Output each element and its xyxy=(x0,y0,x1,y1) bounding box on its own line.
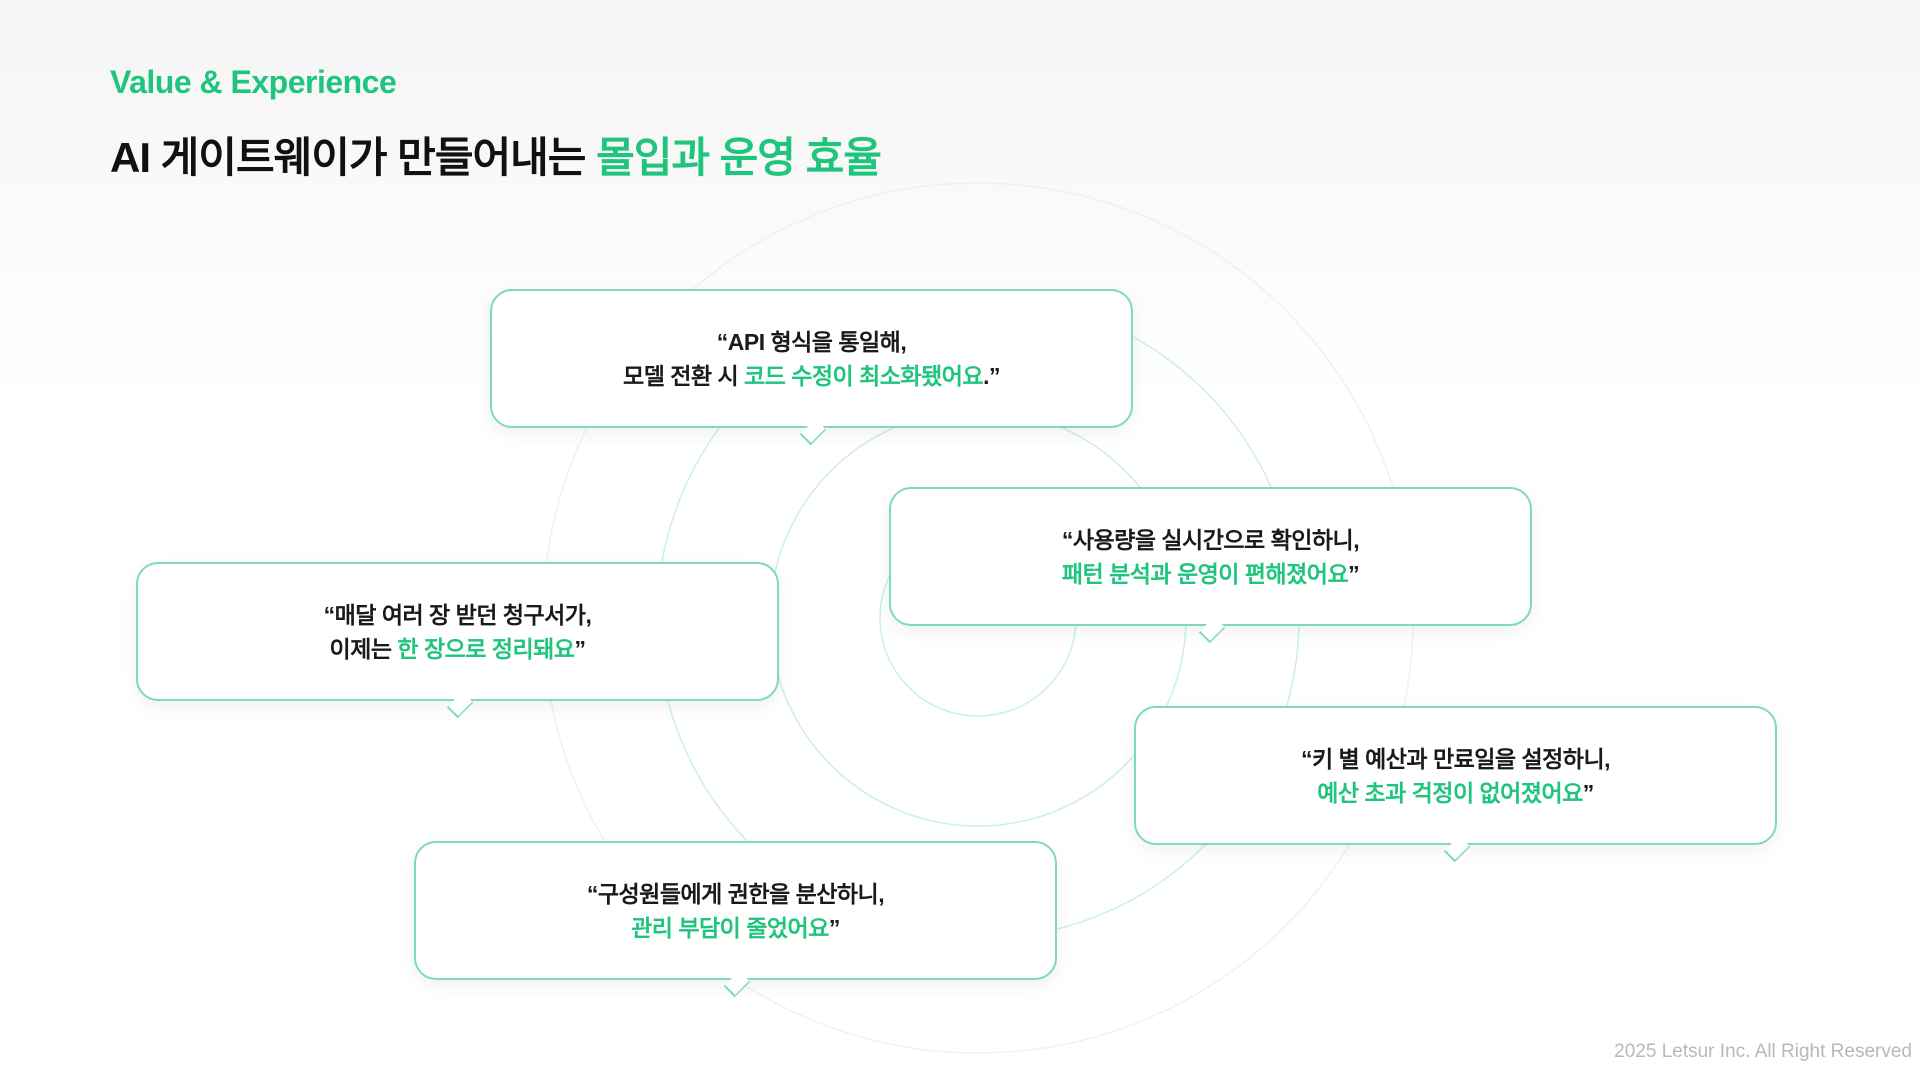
title-prefix: AI 게이트웨이가 만들어내는 xyxy=(110,134,597,181)
quote-bubble-budget: “키 별 예산과 만료일을 설정하니, 예산 초과 걱정이 없어졌어요” xyxy=(1134,706,1777,863)
quote-line2: 관리 부담이 줄었어요” xyxy=(631,911,840,945)
quote-line2: 이제는 한 장으로 정리돼요” xyxy=(330,632,586,666)
quote-end: ” xyxy=(1348,560,1360,587)
quote-highlight: 예산 초과 걱정이 없어졌어요 xyxy=(1317,779,1583,806)
quote-end: ” xyxy=(1582,779,1595,806)
quote-end: ” xyxy=(574,635,586,662)
quote-line2: 모델 전환 시 코드 수정이 최소화됐어요.” xyxy=(623,359,1000,393)
quote-line1: “API 형식을 통일해, xyxy=(716,328,907,355)
quote-bubble-api-format: “API 형식을 통일해, 모델 전환 시 코드 수정이 최소화됐어요.” xyxy=(490,289,1133,446)
quote-bubble-usage: “사용량을 실시간으로 확인하니, 패턴 분석과 운영이 편해졌어요” xyxy=(889,487,1532,644)
quote-highlight: 코드 수정이 최소화됐어요 xyxy=(744,362,984,389)
quote-highlight: 한 장으로 정리돼요 xyxy=(397,635,575,662)
quote-text: 모델 전환 시 xyxy=(623,362,745,389)
quote-highlight: 패턴 분석과 운영이 편해졌어요 xyxy=(1061,560,1349,587)
quote-text: 이제는 xyxy=(329,635,398,662)
quote-line1: “사용량을 실시간으로 확인하니, xyxy=(1061,526,1360,553)
quote-line1: “매달 여러 장 받던 청구서가, xyxy=(323,601,592,628)
quote-line1: “구성원들에게 권한을 분산하니, xyxy=(586,880,885,907)
title-highlight: 몰입과 운영 효율 xyxy=(596,134,882,181)
quote-end: .” xyxy=(983,362,1000,389)
quote-line2: 예산 초과 걱정이 없어졌어요” xyxy=(1317,776,1594,810)
quote-end: ” xyxy=(828,914,841,941)
copyright-footer: 2025 Letsur Inc. All Right Reserved xyxy=(1614,1041,1912,1062)
quote-bubble-billing: “매달 여러 장 받던 청구서가, 이제는 한 장으로 정리돼요” xyxy=(136,562,779,719)
quote-highlight: 관리 부담이 줄었어요 xyxy=(631,914,829,941)
quote-bubble-permissions: “구성원들에게 권한을 분산하니, 관리 부담이 줄었어요” xyxy=(414,841,1057,998)
page-title: AI 게이트웨이가 만들어내는 몰입과 운영 효율 xyxy=(110,124,882,185)
section-eyebrow: Value & Experience xyxy=(110,64,397,100)
quote-line2: 패턴 분석과 운영이 편해졌어요” xyxy=(1061,557,1360,591)
quote-line1: “키 별 예산과 만료일을 설정하니, xyxy=(1300,745,1611,772)
